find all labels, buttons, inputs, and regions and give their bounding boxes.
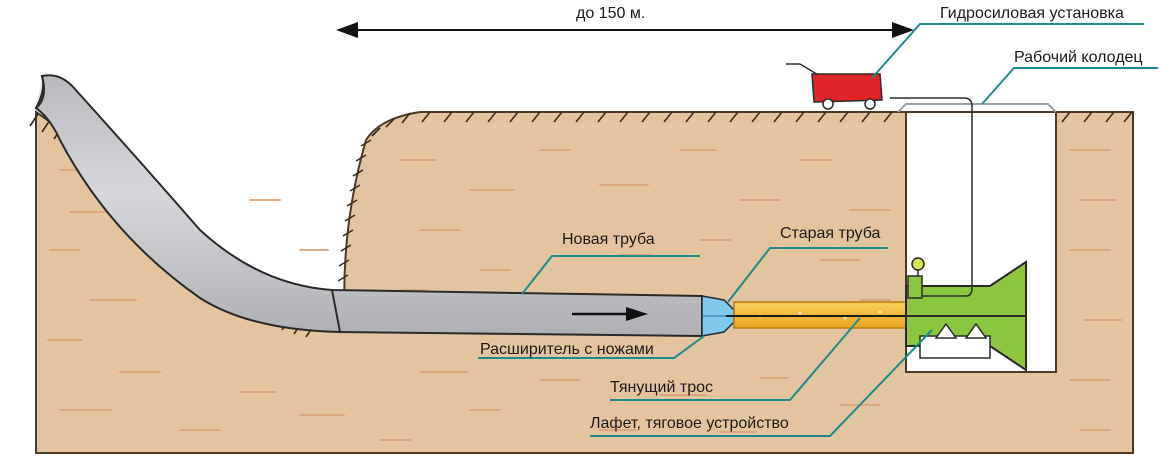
carriage-wedge-right [964,322,988,339]
leader-carriage [590,329,933,437]
label-expander: Расширитель с ножами [480,341,654,358]
cart-body [811,73,883,103]
leader-work-pit [981,67,1158,105]
leader-old-pipe [727,247,888,303]
soil-texture [47,149,1122,441]
carriage-base [919,335,991,359]
new-pipe [34,74,703,338]
label-carriage: Лафет, тяговое устройство [590,415,789,432]
leader-pull-cable [610,317,861,401]
leader-power-unit [871,23,1144,79]
label-power-unit: Гидросиловая установка [940,5,1124,22]
label-old-pipe: Старая труба [780,225,881,242]
work-pit-rim [897,103,1057,113]
cart-wheel-right [864,98,876,110]
pressure-gauge-icon [911,257,925,271]
leader-new-pipe [521,255,700,295]
leader-expander [478,335,705,359]
distance-dimension [336,22,914,38]
cart-wheel-left [822,98,834,110]
pulling-carriage [890,97,1027,372]
direction-arrow [572,307,648,321]
label-new-pipe: Новая труба [562,231,655,248]
new-pipe-end [35,75,45,109]
label-work-pit: Рабочий колодец [1014,49,1143,66]
new-pipe-bend-seam [331,289,341,333]
hydraulic-hose [890,97,973,297]
carriage-wedge-left [934,322,958,339]
carriage-gauge-block [907,275,923,299]
label-pull-cable: Тянущий трос [610,379,713,396]
distance-label: до 150 м. [576,5,645,22]
hydraulic-power-unit-cart [786,63,883,110]
leader-lines [478,23,1158,437]
